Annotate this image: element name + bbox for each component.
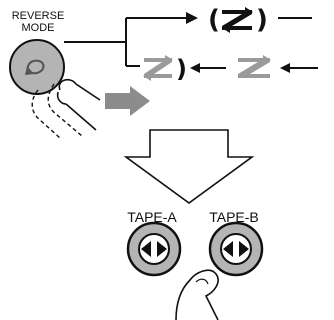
tape-b-label: TAPE-B	[209, 209, 259, 225]
reverse-mode-button[interactable]	[9, 39, 65, 95]
one-side-reverse-icon: )	[143, 55, 187, 83]
reverse-cycle-icon	[26, 59, 45, 75]
tape-a-button[interactable]	[126, 221, 182, 277]
svg-text:): )	[176, 55, 187, 83]
reverse-mode-label-line1: REVERSE	[12, 10, 65, 22]
left-arrow-2	[280, 63, 318, 73]
reverse-cycle-arrowhead-icon	[25, 66, 34, 75]
arrowhead-top-icon	[186, 12, 198, 24]
big-down-arrow	[123, 129, 255, 204]
tape-a-play-icon	[157, 241, 167, 257]
svg-text:(: (	[208, 5, 220, 35]
tape-b-rewind-icon	[223, 241, 233, 257]
press-direction-arrow	[105, 86, 150, 116]
one-way-icon	[238, 55, 271, 78]
mode-bracket	[64, 17, 188, 67]
finger-pressing-icon	[31, 78, 101, 139]
tape-b-button[interactable]	[208, 221, 264, 277]
left-arrow-1	[190, 63, 226, 73]
tape-a-rewind-icon	[141, 241, 151, 257]
finger-tape-icon	[175, 269, 219, 320]
svg-text:): )	[256, 5, 268, 35]
reverse-mode-label-line2: MODE	[22, 22, 55, 34]
tape-a-label: TAPE-A	[127, 209, 177, 225]
continuous-reverse-icon: ( )	[208, 5, 268, 35]
tape-b-play-icon	[239, 241, 249, 257]
